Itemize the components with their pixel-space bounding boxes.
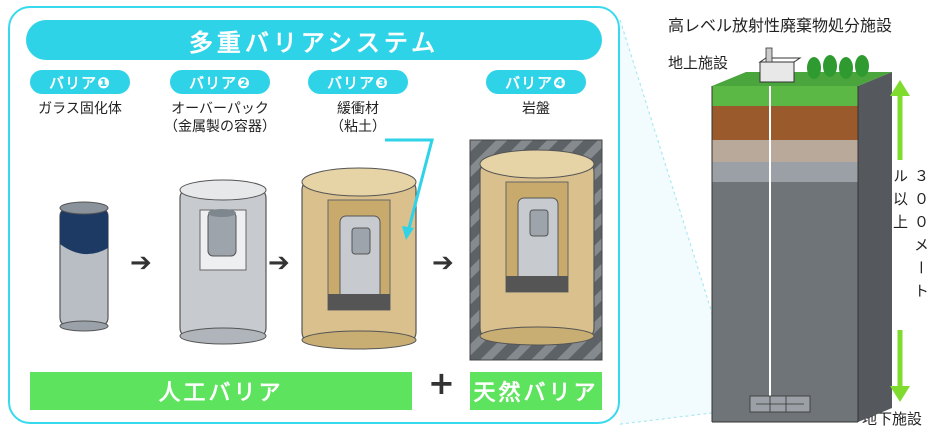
disposal-facility-illustration	[619, 19, 910, 425]
arrow-right-icon: ➔	[130, 248, 152, 278]
facility-title: 高レベル放射性廃棄物処分施設	[668, 16, 893, 35]
natural-barrier-bar: 天然バリア	[470, 372, 602, 410]
glass-canister-icon	[59, 201, 109, 332]
arrow-right-icon: ➔	[268, 248, 290, 278]
underground-facility-label: 地下施設	[862, 410, 923, 428]
barrier-4-badge: バリア❹	[486, 70, 586, 94]
barrier-3-sublabel: （粘土）	[330, 119, 386, 135]
barrier-2-badge: バリア❷	[170, 70, 270, 94]
geological-block	[711, 72, 892, 423]
arrow-right-icon: ➔	[432, 248, 454, 278]
overpack-icon	[179, 179, 267, 345]
barrier-4-label: 岩盤	[522, 101, 550, 117]
depth-arrow-icon	[890, 80, 910, 402]
artificial-barrier-bar: 人工バリア	[30, 372, 412, 410]
depth-label: ３００メートル以上	[891, 168, 930, 306]
barrier-2-sublabel: （金属製の容器）	[164, 119, 276, 135]
tree-icon	[807, 55, 869, 79]
barrier-3-badge: バリア❸	[308, 70, 408, 94]
buffer-clay-icon	[301, 167, 417, 350]
barrier-1-label: ガラス固化体	[38, 101, 122, 117]
barrier-illustrations	[59, 138, 603, 361]
bedrock-icon	[469, 139, 603, 361]
callout-arrow-icon	[402, 226, 414, 240]
diagram-title: 多重バリアシステム	[26, 20, 602, 60]
surface-building-icon	[758, 47, 802, 83]
barrier-3-label: 緩衝材	[337, 101, 379, 117]
surface-facility-label: 地上施設	[668, 54, 729, 72]
clay-callout-line	[385, 138, 434, 233]
barrier-1-badge: バリア❶	[30, 70, 130, 94]
plus-sign: +	[428, 364, 455, 402]
barrier-2-label: オーバーパック	[171, 101, 269, 117]
